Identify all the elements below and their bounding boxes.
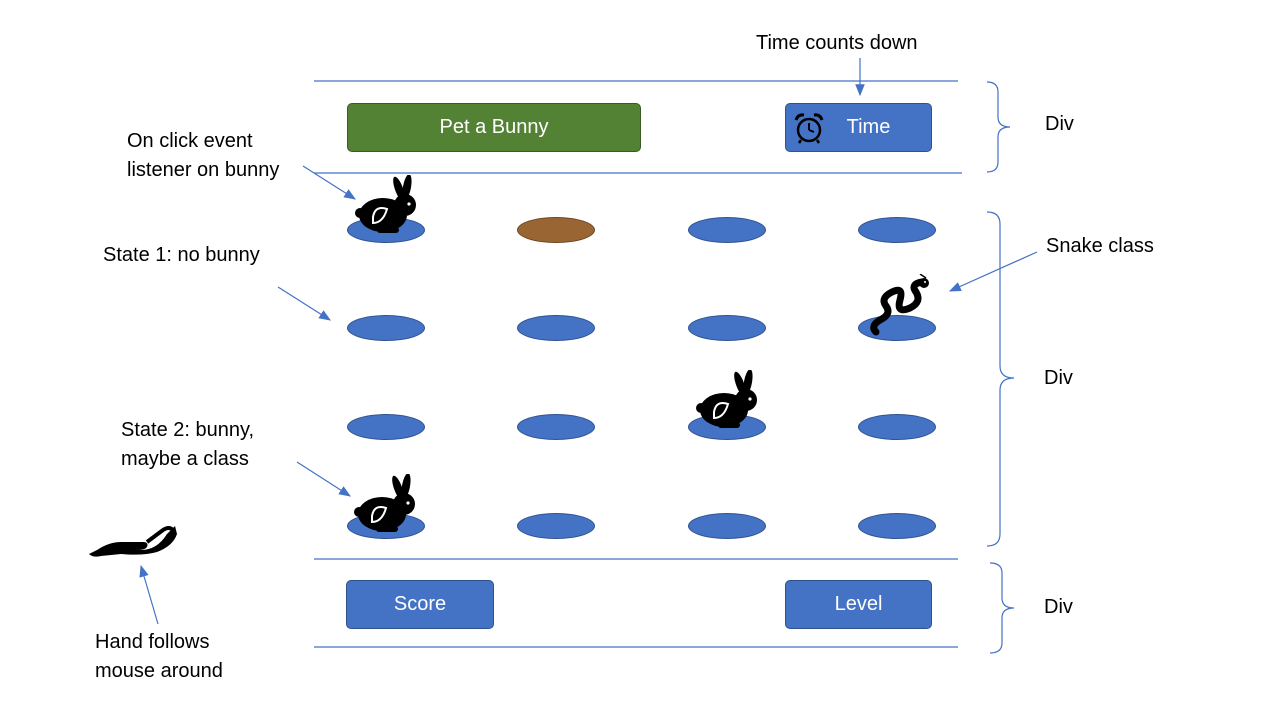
arrow-on-click [302, 165, 357, 200]
level-label: Level [834, 593, 883, 615]
annotation-hand-line2: mouse around [95, 660, 223, 682]
annotation-div-middle: Div [1044, 367, 1073, 389]
arrow-state1 [277, 286, 332, 321]
hole-r3-c2[interactable] [517, 414, 595, 440]
snake-icon[interactable] [870, 274, 934, 338]
time-button[interactable]: Time [785, 103, 932, 152]
hole-r4-c2[interactable] [517, 513, 595, 539]
annotation-on-click-line2: listener on bunny [127, 159, 280, 181]
annotation-div-top: Div [1045, 113, 1074, 135]
bunny-icon[interactable] [352, 474, 422, 536]
hole-r3-c4[interactable] [858, 414, 936, 440]
score-label: Score [393, 593, 447, 615]
annotation-on-click-line1: On click event [127, 130, 253, 152]
hole-r1-c2-dirt[interactable] [517, 217, 595, 243]
pet-a-bunny-label: Pet a Bunny [439, 116, 549, 138]
alarm-clock-icon [794, 113, 824, 144]
hole-r2-c2[interactable] [517, 315, 595, 341]
arrow-state2 [296, 461, 352, 497]
arrow-hand [139, 564, 159, 625]
annotation-state1: State 1: no bunny [103, 244, 260, 266]
annotation-time-counts-down: Time counts down [756, 32, 918, 54]
annotation-state2-line1: State 2: bunny, [121, 419, 255, 441]
pet-a-bunny-button[interactable]: Pet a Bunny [347, 103, 641, 152]
annotation-state2-line2: maybe a class [121, 448, 249, 470]
bunny-icon[interactable] [353, 175, 423, 237]
hole-r1-c4[interactable] [858, 217, 936, 243]
brace-bottom [989, 562, 1015, 654]
hole-r2-c3[interactable] [688, 315, 766, 341]
hole-r1-c3[interactable] [688, 217, 766, 243]
level-button[interactable]: Level [785, 580, 932, 629]
bunny-icon[interactable] [694, 370, 764, 432]
brace-top [986, 81, 1011, 173]
hole-r3-c1[interactable] [347, 414, 425, 440]
hand-icon [89, 526, 177, 557]
annotation-snake-class: Snake class [1046, 235, 1154, 257]
annotation-div-bottom: Div [1044, 596, 1073, 618]
arrow-snake [948, 251, 1038, 292]
score-button[interactable]: Score [346, 580, 494, 629]
annotation-hand-line1: Hand follows [95, 631, 210, 653]
brace-middle [986, 211, 1015, 547]
hole-r4-c3[interactable] [688, 513, 766, 539]
hole-r4-c4[interactable] [858, 513, 936, 539]
time-label: Time [846, 116, 891, 138]
hole-r2-c1[interactable] [347, 315, 425, 341]
